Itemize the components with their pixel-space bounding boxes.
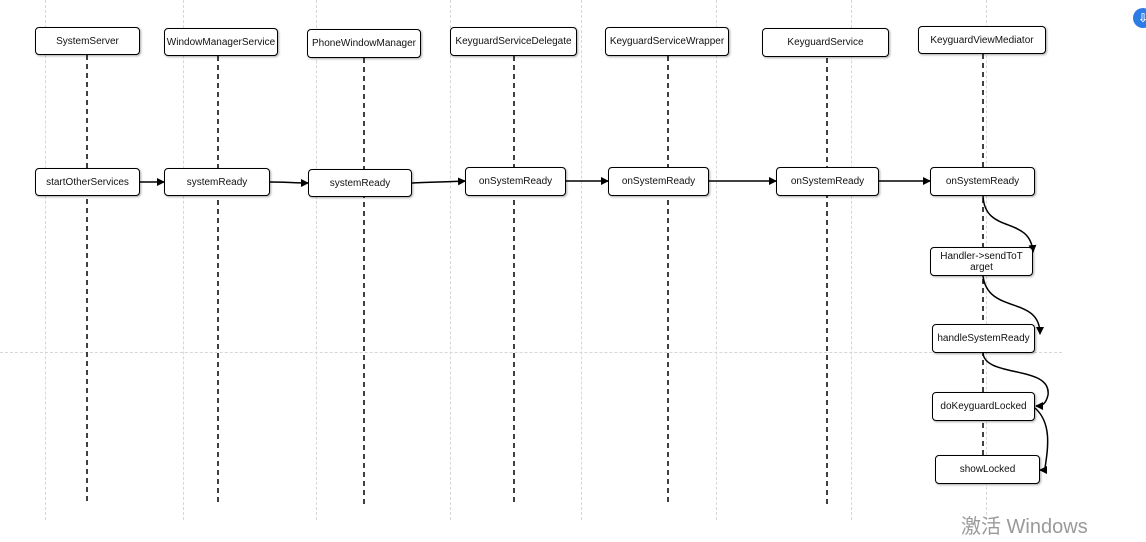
call-arrow [269,178,309,187]
call-box[interactable]: onSystemReady [608,167,709,196]
grid-line [0,352,1062,353]
app-badge-icon[interactable]: ⇩ [1133,8,1146,28]
grid-line [581,0,582,520]
call-arrow [982,275,1044,335]
grid-line [851,0,852,520]
call-box[interactable]: doKeyguardLocked [932,392,1035,421]
call-box[interactable]: onSystemReady [776,167,879,196]
call-box[interactable]: onSystemReady [930,167,1035,196]
lifeline-header[interactable]: SystemServer [35,27,140,55]
lifeline-header[interactable]: WindowManagerService [164,28,278,56]
call-box[interactable]: onSystemReady [465,167,566,196]
call-box[interactable]: systemReady [164,168,270,196]
lifeline-header[interactable]: KeyguardService [762,28,889,57]
call-box[interactable]: handleSystemReady [932,324,1035,353]
call-arrow [411,177,466,186]
lifeline-header[interactable]: PhoneWindowManager [307,29,421,58]
grid-line [716,0,717,520]
call-arrow [982,352,1049,410]
grid-line [450,0,451,520]
lifeline-header[interactable]: KeyguardViewMediator [918,26,1046,54]
call-box[interactable]: Handler->sendToTarget [930,247,1033,276]
lifeline-header[interactable]: KeyguardServiceDelegate [450,27,577,56]
grid-line [45,0,46,520]
call-box[interactable]: startOtherServices [35,168,140,196]
grid-line [183,0,184,520]
call-box[interactable]: showLocked [935,455,1040,484]
activation-watermark: 激活 Windows [961,516,1088,538]
call-arrow [1034,407,1049,474]
lifeline-header[interactable]: KeyguardServiceWrapper [605,27,729,56]
call-arrow [982,195,1037,253]
call-box[interactable]: systemReady [308,169,412,197]
grid-line [316,0,317,520]
